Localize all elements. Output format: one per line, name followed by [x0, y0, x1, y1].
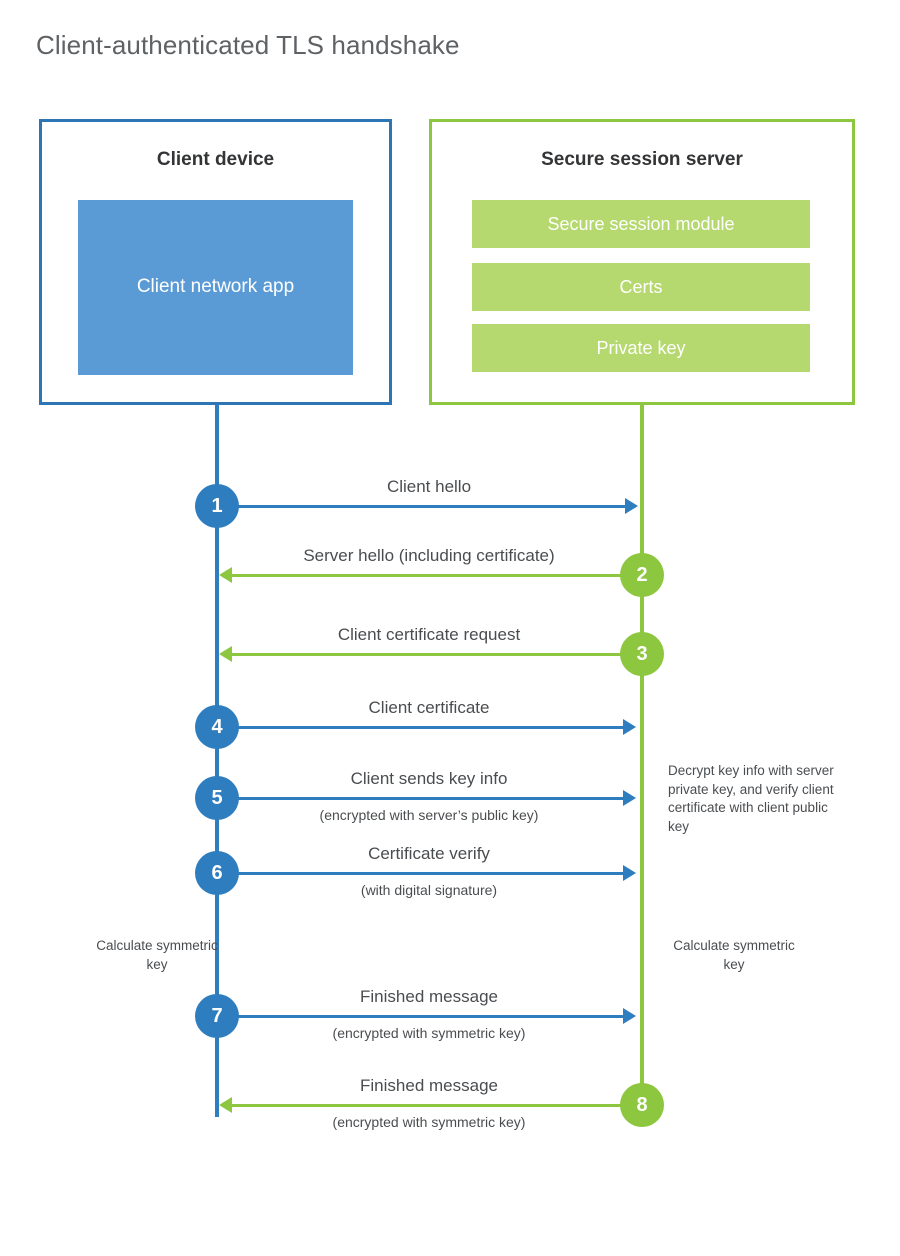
client-network-app-label: Client network app [136, 276, 295, 298]
step-circle-2[interactable]: 2 [620, 553, 664, 597]
message-line [217, 726, 623, 729]
server-panel-secure-session-module: Secure session module [472, 200, 810, 248]
message-line [232, 574, 642, 577]
message-sublabel: (encrypted with symmetric key) [332, 1114, 526, 1130]
server-panel-private-key: Private key [472, 324, 810, 372]
secure-session-server-title: Secure session server [541, 149, 743, 170]
step-number: 1 [211, 494, 223, 517]
step-number: 6 [211, 861, 223, 884]
server-lifeline [640, 405, 644, 1107]
step-number: 8 [636, 1093, 648, 1116]
step-number: 2 [636, 563, 648, 586]
server-panel-label: Certs [619, 276, 663, 297]
step-number: 3 [636, 642, 648, 665]
arrow-head-icon [219, 567, 232, 583]
message-sublabel: (encrypted with symmetric key) [332, 1025, 526, 1041]
message-label: Finished message [360, 987, 498, 1006]
message-sublabel: (with digital signature) [360, 882, 498, 898]
arrow-head-icon [623, 719, 636, 735]
client-lifeline [215, 405, 219, 1117]
step-circle-7[interactable]: 7 [195, 994, 239, 1038]
message-label: Client certificate [368, 698, 490, 717]
step-number: 4 [211, 715, 223, 738]
message-sublabel: (encrypted with server’s public key) [319, 807, 539, 823]
page-title: Client-authenticated TLS handshake [36, 30, 460, 60]
message-label: Client sends key info [350, 769, 508, 788]
message-line [217, 797, 623, 800]
message-label: Client hello [386, 477, 472, 496]
arrow-head-icon [625, 498, 638, 514]
server-decrypt-annotation: Decrypt key info with server private key… [668, 763, 834, 834]
message-label: Server hello (including certificate) [303, 546, 555, 565]
server-calculate-symmetric-key-annotation: Calculate symmetric key [673, 938, 795, 972]
step-number: 7 [211, 1004, 223, 1027]
step-circle-4[interactable]: 4 [195, 705, 239, 749]
step-circle-1[interactable]: 1 [195, 484, 239, 528]
secure-session-server-box: Secure session server Secure session mod… [429, 119, 855, 405]
client-device-title: Client device [156, 149, 275, 170]
message-line [232, 1104, 642, 1107]
message-line [217, 505, 625, 508]
step-circle-5[interactable]: 5 [195, 776, 239, 820]
client-device-box: Client device Client network app [39, 119, 392, 405]
arrow-head-icon [623, 1008, 636, 1024]
arrow-head-icon [219, 1097, 232, 1113]
server-panel-certs: Certs [472, 263, 810, 311]
message-label: Certificate verify [368, 844, 490, 863]
step-circle-3[interactable]: 3 [620, 632, 664, 676]
message-label: Client certificate request [337, 625, 521, 644]
arrow-head-icon [219, 646, 232, 662]
server-panel-label: Private key [596, 337, 686, 358]
message-line [217, 1015, 623, 1018]
server-panel-label: Secure session module [547, 213, 735, 234]
step-number: 5 [211, 786, 223, 809]
arrow-head-icon [623, 790, 636, 806]
arrow-head-icon [623, 865, 636, 881]
message-line [232, 653, 642, 656]
client-calculate-symmetric-key-annotation: Calculate symmetric key [96, 938, 218, 972]
step-circle-6[interactable]: 6 [195, 851, 239, 895]
client-network-app-panel: Client network app [78, 200, 353, 375]
step-circle-8[interactable]: 8 [620, 1083, 664, 1127]
message-line [217, 872, 623, 875]
message-label: Finished message [360, 1076, 498, 1095]
